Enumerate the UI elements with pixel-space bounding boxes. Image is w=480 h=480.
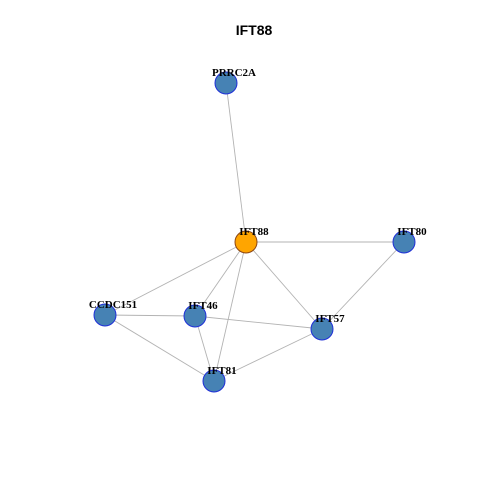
node-circle-prrc2a[interactable] [214,71,238,95]
node-circle-ift46[interactable] [183,304,207,328]
node-ift88[interactable]: IFT88 [234,226,269,254]
node-label-ccdc151: CCDC151 [89,299,137,311]
node-circle-ift81[interactable] [202,369,226,393]
edge-ift88-ift81 [213,241,247,382]
edge-ift46-ift57 [194,315,323,330]
diagram-title: IFT88 [236,22,273,38]
node-label-ift57: IFT57 [315,313,345,325]
edge-ccdc151-ift46 [104,314,196,317]
edge-ift57-ift81 [213,328,323,382]
node-label-ift88: IFT88 [239,226,269,238]
node-label-ift81: IFT81 [207,365,236,377]
node-ccdc151[interactable]: CCDC151 [89,299,137,327]
edge-ift88-ift57 [245,241,323,330]
node-circle-ift80[interactable] [392,230,416,254]
node-ift81[interactable]: IFT81 [202,365,237,393]
node-circle-ccdc151[interactable] [93,303,117,327]
node-ift46[interactable]: IFT46 [183,300,218,328]
edge-ift88-ift46 [194,241,247,317]
edge-prrc2a-ift88 [225,82,247,243]
edge-ift80-ift57 [321,241,405,330]
node-label-prrc2a: PRRC2A [212,67,256,79]
node-label-ift80: IFT80 [397,226,427,238]
node-prrc2a[interactable]: PRRC2A [212,67,256,95]
node-ift57[interactable]: IFT57 [310,313,345,341]
node-circle-ift88[interactable] [234,230,258,254]
node-circle-ift57[interactable] [310,317,334,341]
node-ift80[interactable]: IFT80 [392,226,427,254]
node-label-ift46: IFT46 [188,300,218,312]
edge-ccdc151-ift81 [104,314,215,382]
edge-ift88-ccdc151 [104,241,247,316]
